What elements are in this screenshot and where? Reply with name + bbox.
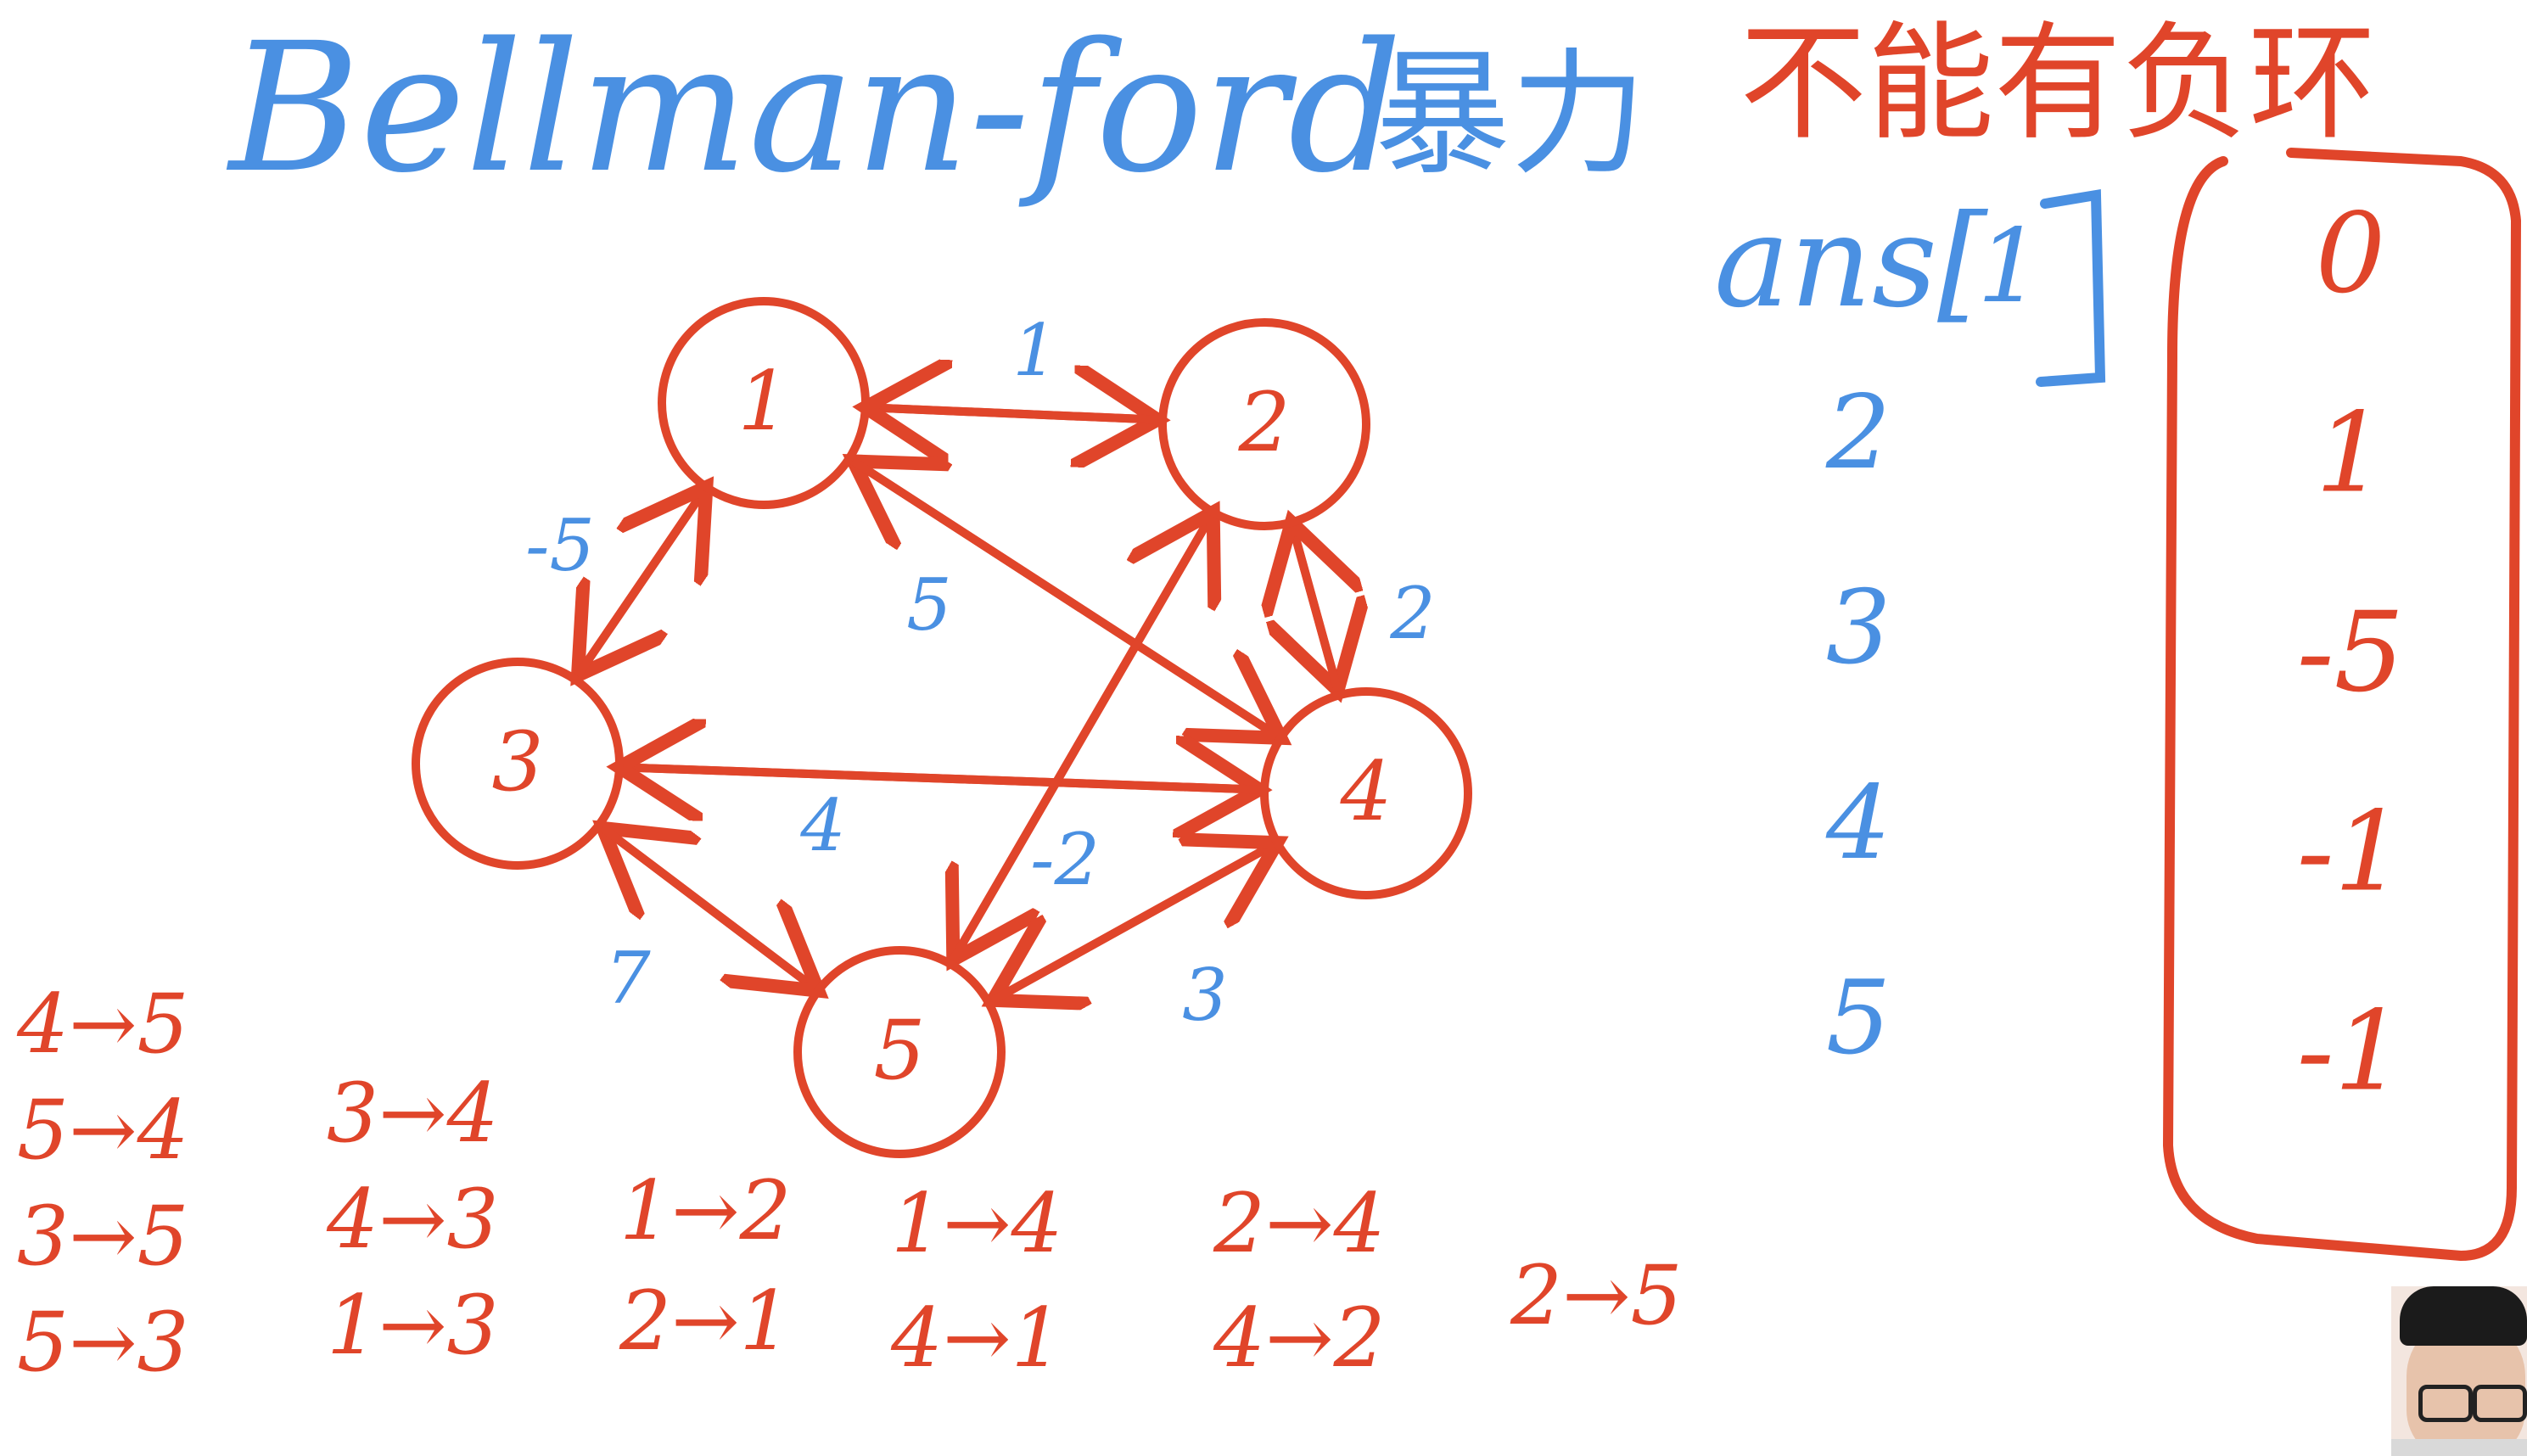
- graph-node-label-2: 2: [1237, 375, 1290, 470]
- graph-node-2: [1158, 318, 1370, 530]
- edge-list-item: 2→1: [619, 1274, 792, 1369]
- edge-weight-1-3: -5: [525, 504, 595, 587]
- graph-edge-2-1: [866, 407, 1163, 420]
- edge-weight-1-2: 1: [1012, 309, 1057, 392]
- ans-index-5: 5: [1826, 960, 1891, 1078]
- edge-weight-2-5: -2: [1030, 818, 1100, 901]
- edge-weight-4-5: 3: [1182, 954, 1227, 1037]
- webcam-hair: [2400, 1286, 2527, 1346]
- title-algorithm: Bellman-ford: [226, 4, 1402, 212]
- webcam-overlay: [2391, 1286, 2527, 1456]
- edge-list-item: 1→4: [891, 1176, 1063, 1271]
- edge-list-item: 4→1: [890, 1291, 1063, 1386]
- graph-node-label-5: 5: [873, 1003, 925, 1098]
- edge-list-item: 4→2: [1213, 1291, 1386, 1386]
- graph-edge-1-4: [849, 456, 1281, 738]
- ans-values: 0 1 -5 -1 -1: [2297, 189, 2405, 1116]
- ans-index-label: 1: [1977, 208, 2042, 326]
- ans-right-bracket: [2036, 188, 2106, 387]
- edge-list-item: 2→5: [1510, 1248, 1683, 1343]
- glasses-icon: [2418, 1385, 2473, 1422]
- ans-value-2: 1: [2316, 389, 2386, 518]
- webcam-shirt: [2391, 1439, 2527, 1456]
- graph-weights: 1 -5 5 2 4 -2 3 7: [525, 309, 1436, 1037]
- ans-label: ans[: [1714, 188, 1988, 336]
- edge-list-item: 5→3: [17, 1295, 189, 1390]
- ans-index-2: 2: [1825, 374, 1891, 492]
- graph-edge-4-2: [1292, 523, 1338, 695]
- edge-lists: 4→5 5→4 3→5 5→3 3→4 4→3 1→3 1→2 2→1 1→4 4→1 2→4 4→2 2…: [16, 977, 1683, 1390]
- edge-list-item: 4→3: [326, 1172, 499, 1267]
- edge-weight-5-3: 7: [605, 937, 651, 1020]
- edge-list-item: 3→5: [17, 1189, 189, 1284]
- graph-edge-3-1: [574, 487, 706, 680]
- ans-values-box: [2163, 148, 2521, 1261]
- title-constraint: 不能有负环: [1740, 10, 2376, 158]
- edge-list-item: 1→2: [619, 1163, 792, 1258]
- graph-edge-4-3: [619, 767, 1264, 789]
- graph-node-4: [1260, 687, 1472, 899]
- graph-node-5: [793, 946, 1006, 1158]
- graph-edge-5-4: [989, 843, 1277, 1005]
- graph-node-3: [412, 658, 624, 870]
- graph-edge-3-5: [598, 823, 819, 991]
- edge-weight-4-1: 5: [906, 563, 951, 647]
- graph-nodes: 1 2 3 4 5: [412, 297, 1472, 1158]
- edge-list-item: 2→4: [1213, 1176, 1386, 1271]
- ans-value-4: -1: [2297, 787, 2405, 916]
- ans-value-5: -1: [2297, 987, 2405, 1116]
- graph-edges: [578, 407, 1337, 1000]
- glasses-icon: [2473, 1385, 2527, 1422]
- edge-list-item: 5→4: [17, 1083, 189, 1178]
- graph-node-1: [658, 297, 870, 509]
- graph-node-label-1: 1: [737, 354, 789, 449]
- edge-weight-2-4: 2: [1389, 572, 1435, 655]
- ans-index-3: 3: [1826, 569, 1891, 687]
- graph-node-label-4: 4: [1339, 744, 1392, 839]
- ans-indices: 2 3 4 5: [1825, 374, 1891, 1078]
- edge-list-item: 3→4: [327, 1066, 499, 1161]
- graph-node-label-3: 3: [491, 714, 543, 809]
- edge-list-item: 4→5: [16, 977, 189, 1072]
- edge-list-item: 1→3: [327, 1278, 499, 1373]
- edge-weight-3-4: 4: [799, 784, 845, 867]
- ans-value-3: -5: [2297, 588, 2405, 717]
- graph-edge-5-2: [949, 512, 1213, 965]
- ans-value-1: 0: [2316, 189, 2386, 318]
- ans-index-4: 4: [1825, 764, 1891, 882]
- title-method: 暴力: [1375, 35, 1646, 193]
